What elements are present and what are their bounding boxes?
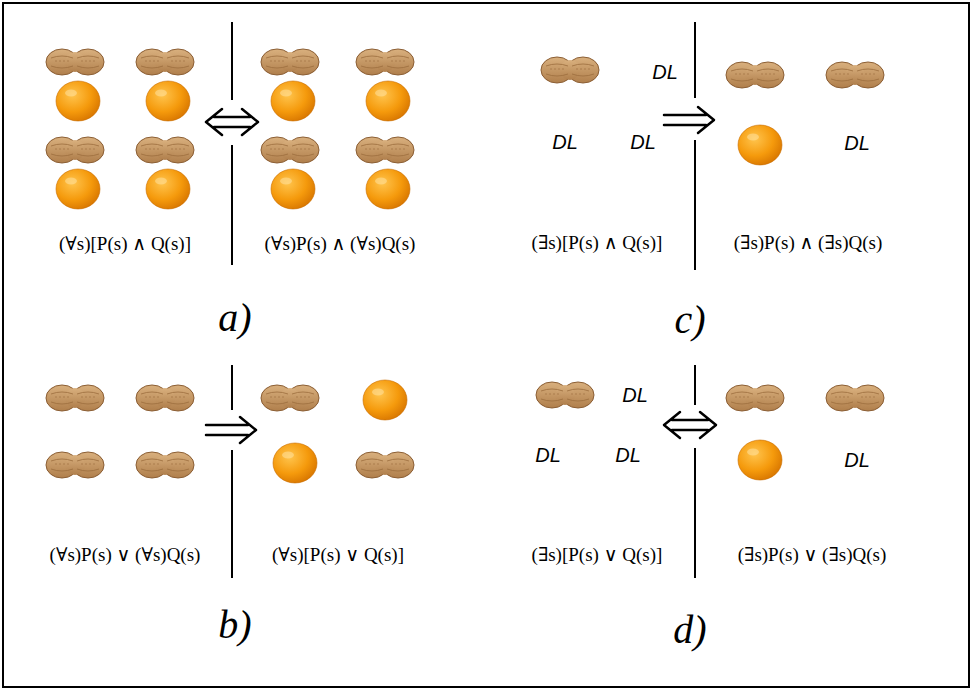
orange bbox=[56, 169, 100, 209]
peanut bbox=[826, 62, 884, 88]
orange bbox=[271, 169, 315, 209]
formula: (∀s)[P(s) ∨ Q(s)] bbox=[272, 545, 404, 566]
peanut bbox=[356, 137, 414, 163]
peanut bbox=[541, 57, 599, 83]
panel-letter: a) bbox=[218, 296, 251, 340]
panel-letter: c) bbox=[674, 298, 705, 342]
peanut bbox=[46, 452, 104, 478]
dl-label: DL bbox=[622, 384, 648, 406]
implication-arrow bbox=[206, 417, 256, 443]
formula: (∃s)P(s) ∨ (∃s)Q(s) bbox=[738, 545, 887, 566]
peanut bbox=[46, 385, 104, 411]
orange bbox=[366, 81, 410, 121]
peanut bbox=[136, 49, 194, 75]
orange bbox=[56, 81, 100, 121]
peanut bbox=[726, 62, 784, 88]
dl-label: DL bbox=[844, 449, 870, 471]
divider-line bbox=[694, 365, 696, 405]
orange bbox=[146, 81, 190, 121]
formula: (∀s)P(s) ∨ (∀s)Q(s) bbox=[50, 545, 201, 566]
peanut bbox=[46, 137, 104, 163]
dl-label: DL bbox=[552, 131, 578, 153]
panel-letter: b) bbox=[218, 603, 251, 647]
peanut bbox=[46, 49, 104, 75]
peanut bbox=[261, 137, 319, 163]
formula: (∃s)[P(s) ∨ Q(s)] bbox=[532, 545, 663, 566]
orange bbox=[738, 440, 782, 480]
outer-frame bbox=[3, 3, 969, 687]
peanut bbox=[726, 385, 784, 411]
orange bbox=[366, 169, 410, 209]
orange bbox=[146, 169, 190, 209]
orange bbox=[363, 380, 407, 420]
orange bbox=[273, 443, 317, 483]
divider-line bbox=[231, 450, 233, 578]
panel-letter: d) bbox=[673, 608, 706, 652]
divider-line bbox=[231, 365, 233, 410]
divider-line bbox=[231, 22, 233, 100]
formula: (∀s)[P(s) ∧ Q(s)] bbox=[59, 234, 191, 255]
dl-label: DL bbox=[535, 444, 561, 466]
peanut bbox=[136, 452, 194, 478]
formula: (∃s)P(s) ∧ (∃s)Q(s) bbox=[734, 233, 883, 254]
orange bbox=[738, 125, 782, 165]
dl-label: DL bbox=[844, 132, 870, 154]
peanut bbox=[356, 49, 414, 75]
peanut bbox=[356, 452, 414, 478]
divider-lines bbox=[232, 22, 695, 578]
dl-label: DL bbox=[652, 61, 678, 83]
peanut bbox=[826, 385, 884, 411]
peanut bbox=[261, 49, 319, 75]
divider-line bbox=[694, 22, 696, 98]
implication-arrow bbox=[664, 107, 714, 133]
orange bbox=[271, 81, 315, 121]
divider-line bbox=[694, 140, 696, 270]
formula: (∀s)P(s) ∧ (∀s)Q(s) bbox=[265, 234, 416, 255]
dl-label: DL bbox=[615, 444, 641, 466]
peanut bbox=[136, 137, 194, 163]
divider-line bbox=[694, 448, 696, 578]
formula: (∃s)[P(s) ∧ Q(s)] bbox=[532, 233, 663, 254]
peanut bbox=[136, 385, 194, 411]
dl-label: DL bbox=[630, 131, 656, 153]
divider-line bbox=[231, 145, 233, 265]
equivalence-arrow bbox=[206, 109, 258, 135]
peanut bbox=[261, 385, 319, 411]
peanut bbox=[536, 382, 594, 408]
equivalence-arrow bbox=[664, 412, 716, 438]
